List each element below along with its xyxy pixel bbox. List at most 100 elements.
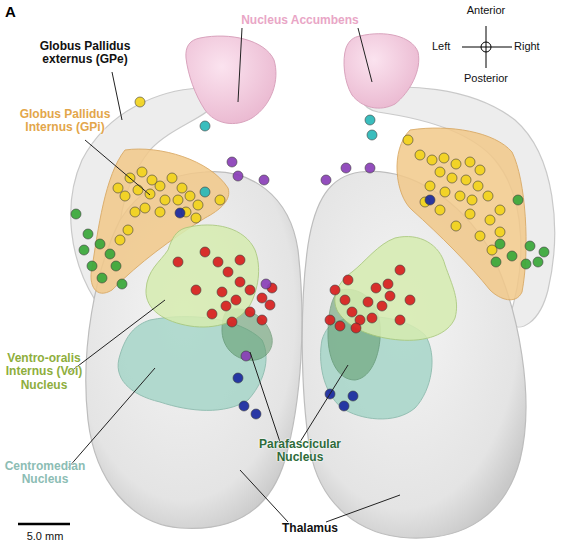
electrode-dot [251, 409, 261, 419]
electrode-dot [130, 207, 140, 217]
electrode-dot [340, 295, 350, 305]
electrode-dot [140, 203, 150, 213]
electrode-dot [160, 195, 170, 205]
electrode-dot [83, 229, 93, 239]
electrode-dot [451, 221, 461, 231]
electrode-dot [365, 163, 375, 173]
electrode-dot [475, 231, 485, 241]
structure-label: Globus Pallidus externus (GPe) [20, 40, 150, 67]
electrode-dot [371, 283, 381, 293]
electrode-dot [415, 150, 425, 160]
electrode-dot [395, 315, 405, 325]
electrode-dot [200, 187, 210, 197]
electrode-dot [235, 255, 245, 265]
structure-label: Centromedian Nucleus [0, 460, 90, 487]
electrode-dot [435, 205, 445, 215]
direction-label: Right [514, 40, 554, 52]
electrode-dot [475, 165, 485, 175]
electrode-dot [405, 295, 415, 305]
electrode-dot [425, 195, 435, 205]
electrode-dot [339, 401, 349, 411]
electrode-dot [223, 267, 233, 277]
electrode-dot [191, 213, 201, 223]
electrode-dot [135, 97, 145, 107]
electrode-dot [185, 191, 195, 201]
electrode-dot [343, 275, 353, 285]
electrode-dot [495, 227, 505, 237]
electrode-dot [467, 195, 477, 205]
electrode-dot [447, 173, 457, 183]
electrode-dot [193, 200, 203, 210]
electrode-dot [221, 301, 231, 311]
voi-right [335, 237, 457, 341]
electrode-dot [145, 189, 155, 199]
electrode-dot [155, 207, 165, 217]
electrode-dot [261, 279, 271, 289]
scale-bar [18, 523, 70, 526]
direction-label: Left [432, 40, 460, 52]
electrode-dot [363, 297, 373, 307]
electrode-dot [341, 163, 351, 173]
direction-label: Anterior [455, 4, 517, 16]
electrode-dot [259, 175, 269, 185]
electrode-dot [383, 279, 393, 289]
electrode-dot [347, 307, 357, 317]
electrode-dot [377, 301, 387, 311]
electrode-dot [200, 247, 210, 257]
nac-left [186, 36, 276, 124]
electrode-dot [233, 171, 243, 181]
electrode-dot [521, 259, 531, 269]
scale-label: 5.0 mm [10, 530, 80, 542]
electrode-dot [177, 183, 187, 193]
electrode-dots [71, 97, 549, 419]
electrode-dot [321, 175, 331, 185]
electrode-dot [439, 153, 449, 163]
structure-label: Thalamus [270, 522, 350, 535]
electrode-dot [231, 295, 241, 305]
compass [462, 26, 512, 68]
electrode-dot [403, 135, 413, 145]
electrode-dot [257, 315, 267, 325]
electrode-dot [325, 315, 335, 325]
electrode-dot [525, 241, 535, 251]
nac-right [344, 34, 419, 108]
structure-label: Globus Pallidus Internus (GPi) [0, 108, 130, 135]
electrode-dot [213, 257, 223, 267]
electrode-dot [87, 261, 97, 271]
electrode-dot [455, 191, 465, 201]
electrode-dot [215, 195, 225, 205]
electrode-dot [95, 239, 105, 249]
electrode-dot [367, 313, 377, 323]
electrode-dot [330, 285, 340, 295]
electrode-dot [348, 391, 358, 401]
electrode-dot [111, 261, 121, 271]
electrode-dot [335, 321, 345, 331]
electrode-dot [473, 181, 483, 191]
electrode-dot [227, 157, 237, 167]
electrode-dot [155, 181, 165, 191]
electrode-dot [539, 247, 549, 257]
electrode-dot [495, 239, 505, 249]
electrode-dot [235, 277, 245, 287]
electrode-dot [265, 300, 275, 310]
voi-left [146, 225, 259, 327]
electrode-dot [71, 209, 81, 219]
electrode-dot [217, 287, 227, 297]
leader-lines [68, 28, 400, 522]
electrode-dot [133, 185, 143, 195]
electrode-dot [435, 167, 445, 177]
direction-label: Posterior [455, 72, 517, 84]
electrode-dot [97, 273, 107, 283]
electrode-dot [245, 307, 255, 317]
electrode-dot [200, 121, 210, 131]
electrode-dot [483, 191, 493, 201]
structure-label: Ventro-oralis Internus (Voi) Nucleus [0, 352, 88, 392]
electrode-dot [367, 130, 377, 140]
electrode-dot [115, 235, 125, 245]
electrode-dot [207, 309, 217, 319]
electrode-dot [113, 183, 123, 193]
electrode-dot [533, 257, 543, 267]
electrode-dot [245, 285, 255, 295]
electrode-dot [491, 257, 501, 267]
electrode-dot [513, 195, 523, 205]
